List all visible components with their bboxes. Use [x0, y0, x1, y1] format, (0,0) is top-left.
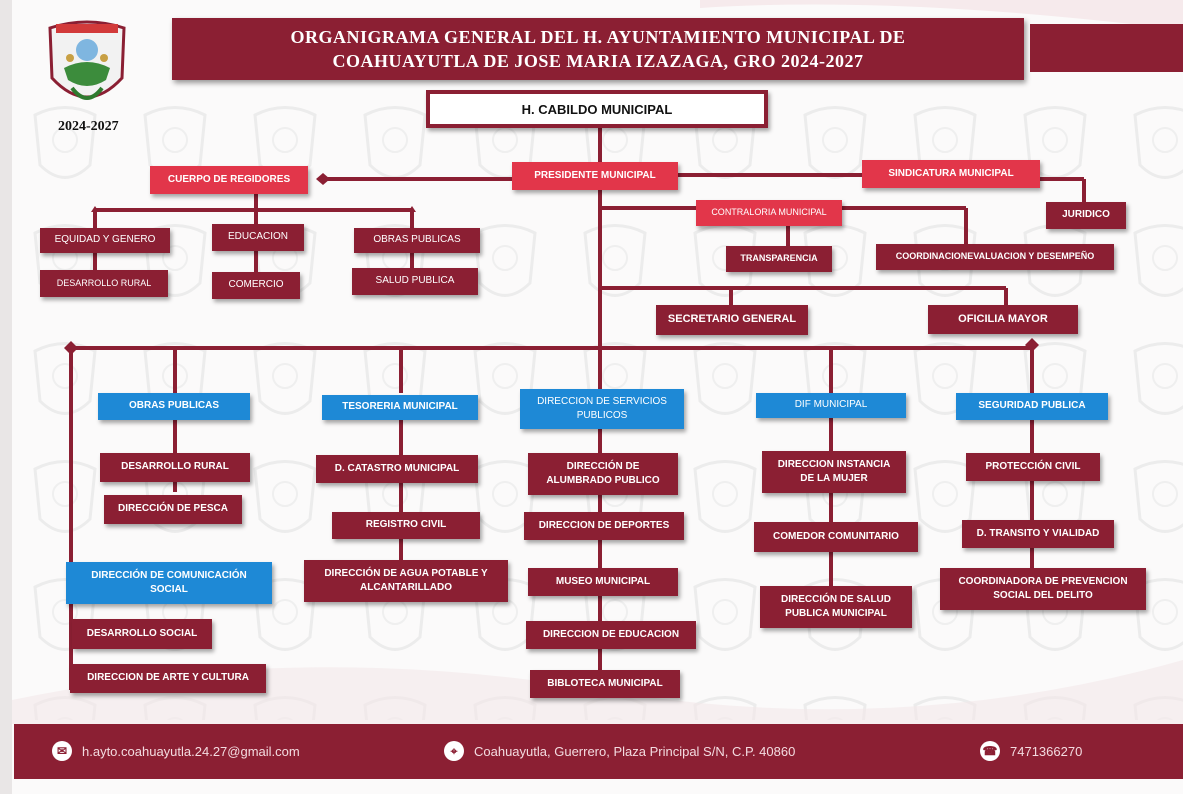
municipal-logo — [48, 20, 126, 100]
seguridad-publica-box: SEGURIDAD PUBLICA — [956, 393, 1108, 420]
footer-address: ⌖ Coahuayutla, Guerrero, Plaza Principal… — [444, 740, 795, 762]
agua-potable-box: DIRECCIÓN DE AGUA POTABLE Y ALCANTARILLA… — [304, 560, 508, 602]
alumbrado-publico-box: DIRECCIÓN DE ALUMBRADO PUBLICO — [528, 453, 678, 495]
footer-phone-text: 7471366270 — [1010, 743, 1083, 759]
regidores-educacion-box: EDUCACION — [212, 224, 304, 251]
transito-vialidad-box: D. TRANSITO Y VIALIDAD — [962, 520, 1114, 548]
alumbrado-line-1: DIRECCIÓN DE — [566, 460, 640, 472]
direccion-educacion-box: DIRECCION DE EDUCACION — [526, 621, 696, 649]
museo-box: MUSEO MUNICIPAL — [528, 568, 678, 596]
instancia-mujer-box: DIRECCION INSTANCIA DE LA MUJER — [762, 451, 906, 493]
contraloria-box: CONTRALORIA MUNICIPAL — [696, 200, 842, 226]
prevencion-line-1: COORDINADORA DE PREVENCION — [958, 575, 1128, 587]
dif-municipal-box: DIF MUNICIPAL — [756, 393, 906, 418]
comunicacion-social-box: DIRECCIÓN DE COMUNICACIÓN SOCIAL — [66, 562, 272, 604]
biblioteca-box: BIBLOTECA MUNICIPAL — [530, 670, 680, 698]
location-pin-icon: ⌖ — [444, 741, 464, 761]
logo-period: 2024-2027 — [58, 119, 119, 134]
footer-email: ✉ h.ayto.coahuayutla.24.27@gmail.com — [52, 740, 300, 762]
comedor-comunitario-box: COMEDOR COMUNITARIO — [754, 522, 918, 552]
agua-potable-line-1: DIRECCIÓN DE AGUA POTABLE Y — [324, 567, 488, 579]
tesoreria-box: TESORERIA MUNICIPAL — [322, 395, 478, 420]
title-banner: ORGANIGRAMA GENERAL DEL H. AYUNTAMIENTO … — [172, 18, 1024, 80]
regidores-obras-publicas-box: OBRAS PUBLICAS — [354, 228, 480, 253]
prevencion-line-2: SOCIAL DEL DELITO — [993, 590, 1093, 601]
regidores-desarrollo-rural-box: DESARROLLO RURAL — [40, 270, 168, 297]
direccion-pesca-box: DIRECCIÓN DE PESCA — [104, 495, 242, 524]
footer-email-text: h.ayto.coahuayutla.24.27@gmail.com — [82, 743, 300, 759]
agua-potable-line-2: ALCANTARILLADO — [359, 582, 453, 593]
title-accent-bar — [1030, 24, 1183, 72]
coordinacion-evaluacion-box: COORDINACIONEVALUACION Y DESEMPEÑO — [876, 244, 1114, 270]
cuerpo-regidores-box: CUERPO DE REGIDORES — [150, 166, 308, 194]
title-line-1: ORGANIGRAMA GENERAL DEL H. AYUNTAMIENTO … — [290, 27, 906, 47]
desarrollo-social-box: DESARROLLO SOCIAL — [72, 619, 212, 649]
regidores-comercio-box: COMERCIO — [212, 272, 300, 299]
servicios-publicos-box: DIRECCION DE SERVICIOS PUBLICOS — [520, 389, 684, 429]
regidores-salud-publica-box: SALUD PUBLICA — [352, 268, 478, 295]
footer-address-text: Coahuayutla, Guerrero, Plaza Principal S… — [474, 743, 796, 759]
presidente-municipal-box: PRESIDENTE MUNICIPAL — [512, 162, 678, 190]
arte-cultura-box: DIRECCION DE ARTE Y CULTURA — [70, 664, 266, 693]
oficialia-mayor-box: OFICILIA MAYOR — [928, 305, 1078, 334]
obras-publicas-dept-box: OBRAS PUBLICAS — [98, 393, 250, 420]
registro-civil-box: REGISTRO CIVIL — [332, 512, 480, 539]
sindicatura-box: SINDICATURA MUNICIPAL — [862, 160, 1040, 188]
scan-edge — [0, 0, 12, 794]
comunicacion-social-line-1: DIRECCIÓN DE COMUNICACIÓN — [91, 569, 247, 581]
proteccion-civil-box: PROTECCIÓN CIVIL — [966, 453, 1100, 481]
title-line-2: COAHUAYUTLA DE JOSE MARIA IZAZAGA, GRO 2… — [332, 51, 864, 71]
alumbrado-line-2: ALUMBRADO PUBLICO — [546, 475, 660, 486]
comunicacion-social-line-2: SOCIAL — [150, 584, 188, 595]
servicios-publicos-line-2: PUBLICOS — [576, 410, 628, 421]
deportes-box: DIRECCION DE DEPORTES — [524, 512, 684, 540]
juridico-box: JURIDICO — [1046, 202, 1126, 229]
phone-icon: ☎ — [980, 741, 1000, 761]
h-cabildo-box: H. CABILDO MUNICIPAL — [426, 90, 768, 128]
mail-icon: ✉ — [52, 741, 72, 761]
instancia-mujer-line-2: DE LA MUJER — [800, 473, 868, 484]
catastro-box: D. CATASTRO MUNICIPAL — [316, 455, 478, 483]
equidad-genero-box: EQUIDAD Y GENERO — [40, 228, 170, 253]
salud-publica-municipal-box: DIRECCIÓN DE SALUD PUBLICA MUNICIPAL — [760, 586, 912, 628]
instancia-mujer-line-1: DIRECCION INSTANCIA — [777, 458, 891, 470]
salud-publica-line-2: PUBLICA MUNICIPAL — [785, 608, 887, 619]
transparencia-box: TRANSPARENCIA — [726, 246, 832, 272]
prevencion-delito-box: COORDINADORA DE PREVENCION SOCIAL DEL DE… — [940, 568, 1146, 610]
footer-phone: ☎ 7471366270 — [980, 740, 1082, 762]
secretario-general-box: SECRETARIO GENERAL — [656, 305, 808, 335]
obras-desarrollo-rural-box: DESARROLLO RURAL — [100, 453, 250, 482]
servicios-publicos-line-1: DIRECCION DE SERVICIOS — [537, 395, 667, 407]
salud-publica-line-1: DIRECCIÓN DE SALUD — [780, 593, 891, 605]
